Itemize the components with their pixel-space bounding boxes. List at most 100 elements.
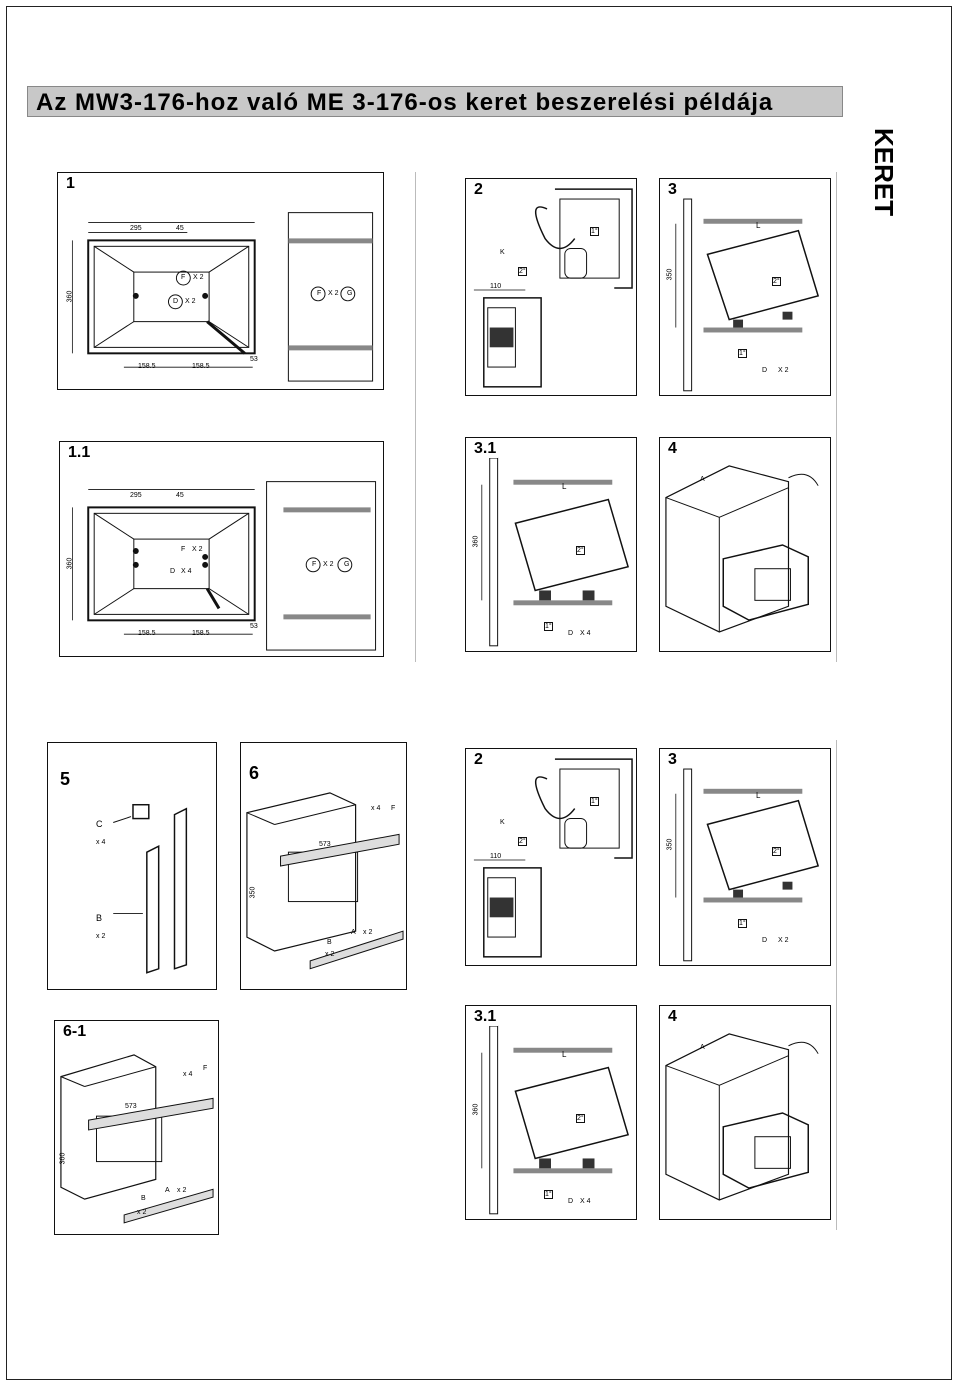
dimension-label: 360 <box>66 557 74 570</box>
step-number: 3 <box>666 751 679 769</box>
dimension-label: 360 <box>59 1152 67 1165</box>
quantity-tag: x 2 <box>363 929 373 936</box>
frame-top-view-diagram <box>71 212 374 382</box>
step-number: 2 <box>472 751 485 769</box>
sequence-tag: 1° <box>544 1190 553 1199</box>
separator-line <box>836 740 837 1230</box>
figure-panel-3-1: 3.1 L 2° 1° D X 4 360 <box>465 437 637 652</box>
quantity-tag: x 2 <box>96 933 106 940</box>
quantity-tag: X 2 <box>192 546 203 553</box>
sequence-tag: 1° <box>544 622 553 631</box>
figure-panel-4: 4 A <box>659 437 831 652</box>
dimension-label: 53 <box>250 356 258 363</box>
part-tag: F <box>317 290 322 297</box>
dimension-label: 360 <box>472 535 480 548</box>
dimension-label: 295 <box>130 225 142 232</box>
part-tag: D <box>762 367 768 374</box>
part-tag: L <box>562 482 567 491</box>
dimension-label: 158.5 <box>192 630 210 637</box>
figure-panel-2: 2 K 2° 1° 110 <box>465 178 637 396</box>
dimension-label: 110 <box>490 283 502 290</box>
sequence-tag: 2° <box>772 847 781 856</box>
figure-panel-3-1: 3.1 L 2° 1° D X 4 360 <box>465 1005 637 1220</box>
separator-line <box>415 172 416 662</box>
part-tag: L <box>756 791 761 800</box>
quantity-tag: X 4 <box>181 568 192 575</box>
sequence-tag: 2° <box>518 267 527 276</box>
sequence-tag: 2° <box>576 546 585 555</box>
dimension-label: 45 <box>176 492 184 499</box>
part-tag: G <box>344 561 350 568</box>
quantity-tag: X 2 <box>193 274 204 281</box>
quantity-tag: x 4 <box>371 805 381 812</box>
dimension-label: 158.5 <box>138 363 156 370</box>
trim-strip-diagram <box>113 803 188 974</box>
part-tag: A <box>351 929 356 936</box>
part-tag: B <box>141 1195 146 1202</box>
figure-panel-3: 3 L 2° 1° D X 2 350 <box>659 748 831 966</box>
part-tag: K <box>500 249 505 256</box>
dimension-label: 295 <box>130 492 142 499</box>
quantity-tag: x 2 <box>325 951 335 958</box>
step-number: 4 <box>666 1008 679 1026</box>
quantity-tag: X 4 <box>580 1198 591 1205</box>
part-tag: A <box>165 1187 170 1194</box>
sequence-tag: 1° <box>590 797 599 806</box>
part-tag: D <box>568 1198 574 1205</box>
dimension-label: 45 <box>176 225 184 232</box>
figure-panel-4: 4 A <box>659 1005 831 1220</box>
figure-panel-5: 5 C x 4 B x 2 <box>47 742 217 990</box>
part-tag: F <box>181 546 186 553</box>
dimension-label: 350 <box>666 838 674 851</box>
dimension-label: 350 <box>249 886 257 899</box>
quantity-tag: x 2 <box>137 1209 147 1216</box>
part-tag: L <box>756 221 761 230</box>
step-number: 1.1 <box>66 444 93 462</box>
bracket-mounting-diagram <box>473 188 633 388</box>
part-tag: B <box>96 913 103 923</box>
oven-insert-diagram <box>675 768 820 962</box>
sequence-tag: 1° <box>738 349 747 358</box>
dimension-label: 158.5 <box>192 363 210 370</box>
title-bar: Az MW3-176-hoz való ME 3-176-os keret be… <box>27 86 843 117</box>
part-tag: F <box>312 561 317 568</box>
frame-fit-diagram <box>246 792 404 970</box>
step-number: 1 <box>64 175 77 193</box>
dimension-label: 360 <box>66 290 74 303</box>
part-tag: A <box>700 1044 705 1051</box>
quantity-tag: X 2 <box>328 290 339 297</box>
oven-insert-diagram <box>481 457 630 647</box>
step-number: 3.1 <box>472 440 499 458</box>
part-tag: B <box>327 939 332 946</box>
sequence-tag: 1° <box>738 919 747 928</box>
step-number: 6-1 <box>61 1023 89 1041</box>
part-tag: D <box>762 937 768 944</box>
frame-top-view-diagram <box>71 481 377 651</box>
oven-insert-diagram <box>675 198 820 392</box>
part-tag: A <box>700 476 705 483</box>
dimension-label: 573 <box>319 841 331 848</box>
figure-panel-3: 3 L 2° 1° D X 2 350 <box>659 178 831 396</box>
quantity-tag: x 2 <box>177 1187 187 1194</box>
figure-panel-2: 2 K 2° 1° 110 <box>465 748 637 966</box>
step-number: 6 <box>247 763 262 784</box>
page-title: Az MW3-176-hoz való ME 3-176-os keret be… <box>36 89 774 116</box>
part-tag: D <box>173 298 179 305</box>
separator-line <box>836 172 837 662</box>
part-tag: F <box>203 1065 208 1072</box>
step-number: 3.1 <box>472 1008 499 1026</box>
dimension-label: 350 <box>666 268 674 281</box>
oven-insert-diagram <box>481 1025 630 1215</box>
part-tag: C <box>96 819 103 829</box>
part-tag: G <box>347 290 353 297</box>
step-number: 3 <box>666 181 679 199</box>
dimension-label: 53 <box>250 623 258 630</box>
quantity-tag: X 2 <box>323 561 334 568</box>
sequence-tag: 2° <box>576 1114 585 1123</box>
sequence-tag: 2° <box>518 837 527 846</box>
dimension-label: 573 <box>125 1103 137 1110</box>
quantity-tag: X 2 <box>778 937 789 944</box>
sequence-tag: 1° <box>590 227 599 236</box>
bracket-mounting-diagram <box>473 758 633 958</box>
step-number: 4 <box>666 440 679 458</box>
